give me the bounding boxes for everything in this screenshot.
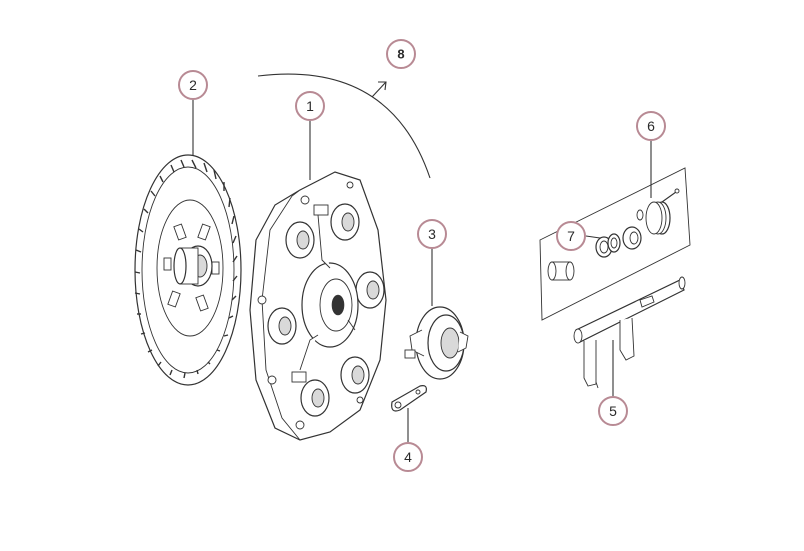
callout-4: 4 bbox=[393, 442, 423, 472]
callout-8-label: 8 bbox=[397, 47, 404, 62]
callout-6: 6 bbox=[636, 111, 666, 141]
callout-5: 5 bbox=[598, 396, 628, 426]
retainer-clip-part bbox=[391, 385, 427, 412]
leader-lines bbox=[192, 100, 652, 442]
callout-6-label: 6 bbox=[647, 118, 655, 134]
rotation-arrow bbox=[257, 73, 431, 179]
callout-8: 8 bbox=[386, 39, 416, 69]
release-fork-shaft-part bbox=[573, 276, 686, 389]
callout-1: 1 bbox=[295, 91, 325, 121]
callout-3: 3 bbox=[417, 219, 447, 249]
pressure-plate-springs bbox=[267, 203, 385, 417]
callout-2-label: 2 bbox=[189, 77, 197, 93]
callout-7-label: 7 bbox=[567, 228, 575, 244]
clutch-disc-part bbox=[134, 154, 242, 386]
bushing-part bbox=[547, 261, 575, 281]
callout-2: 2 bbox=[178, 70, 208, 100]
callout-1-label: 1 bbox=[306, 98, 314, 114]
torsion-spring-part bbox=[645, 188, 680, 235]
callout-3-label: 3 bbox=[428, 226, 436, 242]
release-bearing-part bbox=[404, 306, 469, 380]
pressure-plate-part bbox=[249, 171, 387, 441]
callout-4-label: 4 bbox=[404, 449, 412, 465]
small-parts-kit bbox=[539, 167, 691, 321]
callout-5-label: 5 bbox=[609, 403, 617, 419]
clutch-disc-friction-ticks bbox=[134, 159, 238, 379]
callout-7: 7 bbox=[556, 221, 586, 251]
